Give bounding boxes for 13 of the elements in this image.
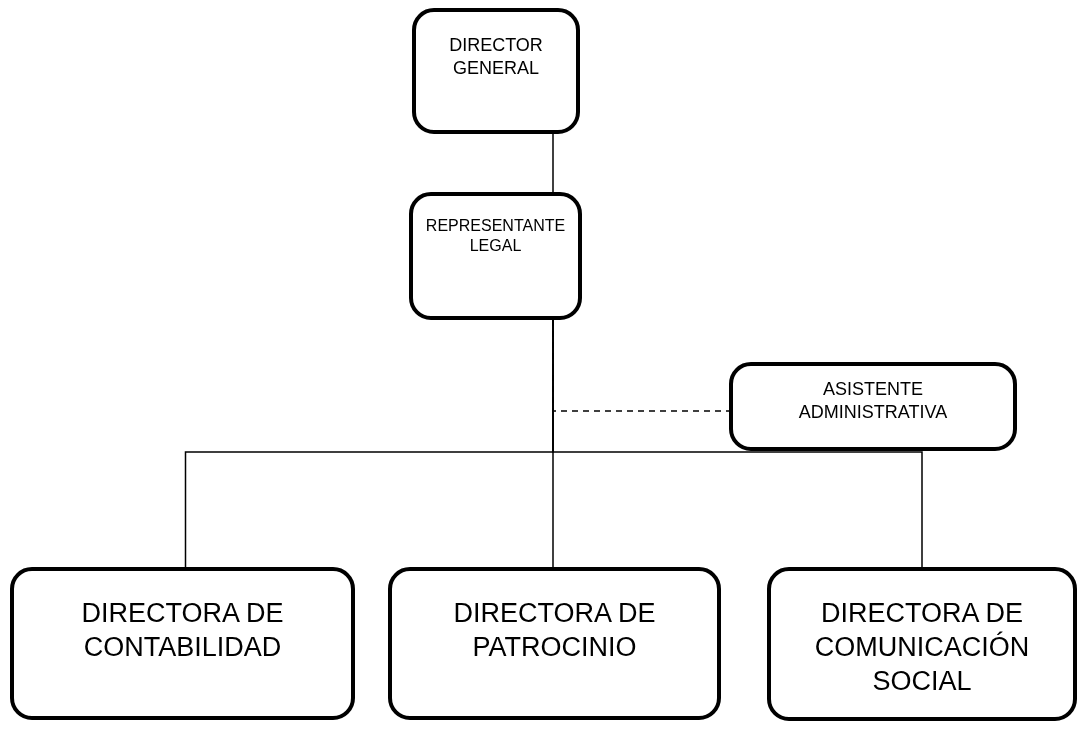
position-title: REPRESENTANTE LEGAL bbox=[424, 216, 567, 256]
position-box bbox=[767, 567, 1077, 721]
position-title: DIRECTORA DE CONTABILIDAD bbox=[80, 597, 285, 664]
position-box bbox=[729, 362, 1017, 451]
position-box bbox=[409, 192, 582, 320]
position-box bbox=[388, 567, 721, 720]
position-title: DIRECTORA DE COMUNICACIÓN SOCIAL bbox=[813, 597, 1031, 698]
position-box bbox=[10, 567, 355, 720]
position-title: DIRECTOR GENERAL bbox=[448, 34, 544, 79]
position-title: ASISTENTE ADMINISTRATIVA bbox=[797, 378, 949, 423]
position-box bbox=[412, 8, 580, 134]
position-title: DIRECTORA DE PATROCINIO bbox=[452, 597, 657, 664]
connector-line bbox=[552, 133, 554, 193]
